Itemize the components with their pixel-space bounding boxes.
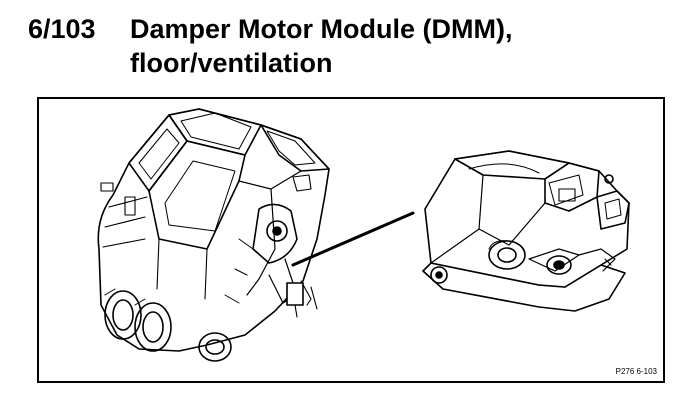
section-title: Damper Motor Module (DMM), floor/ventila… — [130, 12, 650, 80]
section-title-line1: Damper Motor Module (DMM), — [130, 14, 513, 44]
section-number: 6/103 — [28, 14, 96, 44]
technical-illustration — [97, 108, 630, 362]
leader-line — [291, 211, 415, 267]
damper-motor-drawing — [422, 150, 630, 312]
section-title-line2: floor/ventilation — [130, 48, 333, 78]
figure-code: P276 6-103 — [615, 367, 657, 376]
illustration-frame: P276 6-103 — [37, 97, 665, 383]
hvac-housing-drawing — [97, 108, 330, 362]
